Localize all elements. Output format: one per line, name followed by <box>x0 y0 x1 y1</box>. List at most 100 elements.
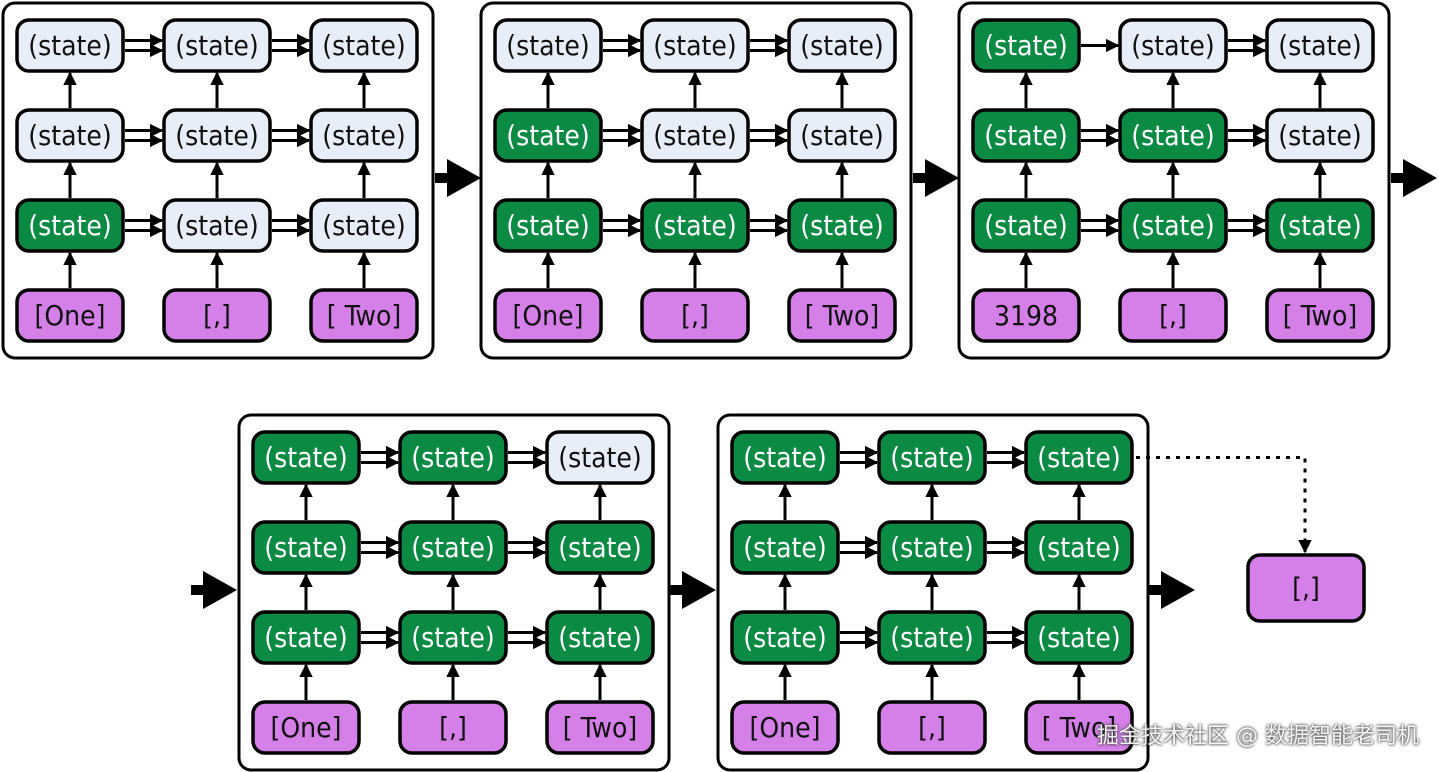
state-node: (state) <box>640 108 750 163</box>
token-node: [,] <box>1118 288 1228 343</box>
state-label: (state) <box>264 441 347 474</box>
state-label: (state) <box>175 29 258 62</box>
token-node: 3198 <box>971 288 1081 343</box>
state-node: (state) <box>1265 18 1375 73</box>
state-node: (state) <box>1118 198 1228 253</box>
state-node: (state) <box>1265 198 1375 253</box>
token-label: 3198 <box>994 299 1058 332</box>
state-label: (state) <box>1037 621 1120 654</box>
state-node: (state) <box>787 108 897 163</box>
state-node: (state) <box>309 108 419 163</box>
state-node: (state) <box>787 18 897 73</box>
state-node: (state) <box>877 430 987 485</box>
state-label: (state) <box>653 209 736 242</box>
state-node: (state) <box>251 520 361 575</box>
state-label: (state) <box>264 531 347 564</box>
state-label: (state) <box>175 209 258 242</box>
token-node: [,] <box>877 700 987 755</box>
state-node: (state) <box>640 198 750 253</box>
token-node: [ Two] <box>787 288 897 343</box>
token-label: [One] <box>35 299 106 332</box>
state-label: (state) <box>1278 29 1361 62</box>
state-node: (state) <box>730 430 840 485</box>
state-label: (state) <box>890 621 973 654</box>
state-node: (state) <box>971 198 1081 253</box>
flow-arrow <box>670 571 716 609</box>
state-node: (state) <box>493 108 603 163</box>
state-node: (state) <box>545 430 655 485</box>
state-label: (state) <box>506 29 589 62</box>
state-label: (state) <box>175 119 258 152</box>
flow-arrow <box>191 571 237 609</box>
state-label: (state) <box>743 441 826 474</box>
state-label: (state) <box>800 209 883 242</box>
token-node: [ Two] <box>545 700 655 755</box>
token-node: [ Two] <box>309 288 419 343</box>
state-node: (state) <box>877 520 987 575</box>
token-node: [One] <box>15 288 125 343</box>
state-label: (state) <box>984 29 1067 62</box>
state-label: (state) <box>890 531 973 564</box>
token-label: [,] <box>918 711 946 744</box>
state-label: (state) <box>743 531 826 564</box>
state-label: (state) <box>28 29 111 62</box>
state-node: (state) <box>162 198 272 253</box>
state-label: (state) <box>506 209 589 242</box>
state-node: (state) <box>1118 108 1228 163</box>
state-node: (state) <box>15 198 125 253</box>
token-label: [ Two] <box>1283 299 1357 332</box>
token-label: [One] <box>513 299 584 332</box>
state-node: (state) <box>162 18 272 73</box>
state-node: (state) <box>1024 430 1134 485</box>
output-arrow <box>1136 456 1312 554</box>
state-node: (state) <box>309 18 419 73</box>
state-label: (state) <box>1278 209 1361 242</box>
state-label: (state) <box>1131 119 1214 152</box>
flow-arrow <box>913 159 959 197</box>
token-node: [ Two] <box>1265 288 1375 343</box>
state-node: (state) <box>162 108 272 163</box>
state-label: (state) <box>28 119 111 152</box>
token-node: [,] <box>398 700 508 755</box>
state-node: (state) <box>309 198 419 253</box>
token-label: [One] <box>750 711 821 744</box>
token-label: [ Two] <box>1042 711 1116 744</box>
token-node: [One] <box>251 700 361 755</box>
state-node: (state) <box>398 610 508 665</box>
state-label: (state) <box>653 119 736 152</box>
state-label: (state) <box>1037 531 1120 564</box>
state-label: (state) <box>1131 29 1214 62</box>
state-label: (state) <box>800 119 883 152</box>
state-label: (state) <box>743 621 826 654</box>
state-label: (state) <box>322 29 405 62</box>
output-token-label: [,] <box>1292 572 1320 605</box>
state-node: (state) <box>1118 18 1228 73</box>
state-node: (state) <box>251 610 361 665</box>
state-node: (state) <box>398 520 508 575</box>
token-label: [ Two] <box>327 299 401 332</box>
state-label: (state) <box>1131 209 1214 242</box>
state-label: (state) <box>322 209 405 242</box>
state-label: (state) <box>984 119 1067 152</box>
token-label: [,] <box>681 299 709 332</box>
state-node: (state) <box>398 430 508 485</box>
token-label: [One] <box>271 711 342 744</box>
state-label: (state) <box>411 441 494 474</box>
token-node: [One] <box>730 700 840 755</box>
token-label: [,] <box>439 711 467 744</box>
state-node: (state) <box>787 198 897 253</box>
state-label: (state) <box>558 621 641 654</box>
state-node: (state) <box>640 18 750 73</box>
state-label: (state) <box>264 621 347 654</box>
state-label: (state) <box>506 119 589 152</box>
state-node: (state) <box>971 18 1081 73</box>
state-node: (state) <box>1024 520 1134 575</box>
token-node: [One] <box>493 288 603 343</box>
state-node: (state) <box>971 108 1081 163</box>
flow-arrow <box>1391 159 1437 197</box>
state-label: (state) <box>1037 441 1120 474</box>
state-node: (state) <box>1265 108 1375 163</box>
state-node: (state) <box>730 520 840 575</box>
state-label: (state) <box>653 29 736 62</box>
token-node: [,] <box>162 288 272 343</box>
